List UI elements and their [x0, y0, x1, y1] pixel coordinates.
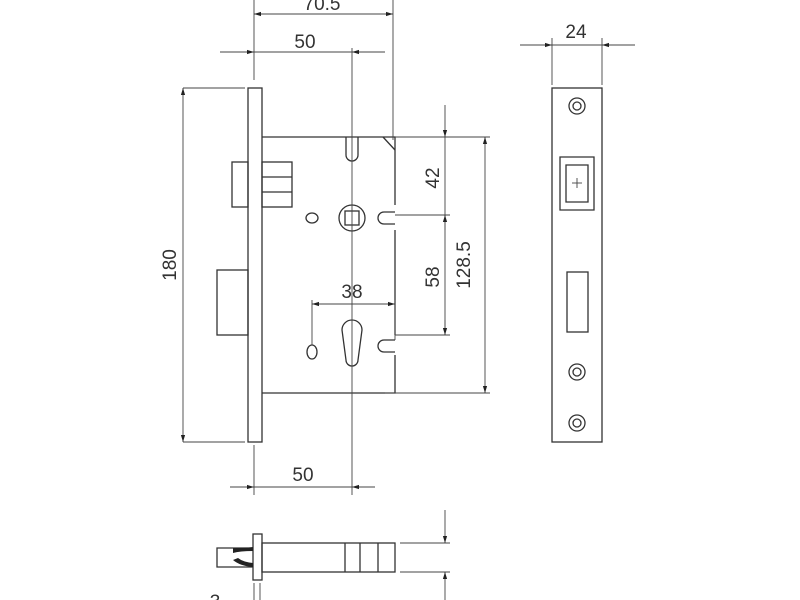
screw-icon: [568, 97, 586, 115]
dim-strike-width: 24: [565, 22, 587, 43]
dim-backset-top: 50: [294, 32, 315, 53]
dim-spindle-to-cylinder: 58: [423, 266, 444, 287]
fixing-hole: [306, 344, 318, 360]
dim-cylinder-backset: 38: [341, 282, 362, 303]
dim-overall-depth: 70.5: [304, 0, 341, 15]
deadbolt: [216, 269, 249, 336]
latch-bolt: [231, 161, 249, 208]
screw-icon: [568, 414, 586, 432]
notch-upper: [377, 211, 395, 225]
front-view: [216, 87, 396, 443]
faceplate: [247, 87, 263, 443]
dim-spindle-offset: 42: [423, 167, 444, 188]
dim-body-height: 128.5: [454, 241, 475, 289]
lock-body: [262, 136, 396, 394]
dim-faceplate-height: 180: [160, 249, 181, 281]
dim-backset-bottom: 50: [292, 465, 313, 486]
side-view: 3: [210, 510, 450, 600]
dim-faceplate-thickness: 3: [210, 592, 221, 600]
dimension-lines: 70.5 50 180 42 58 128.5 38 50: [160, 0, 490, 495]
notch-lower: [377, 339, 395, 353]
strike-plate-view: 24: [520, 22, 635, 443]
cylinder-hole: [341, 319, 363, 367]
fixing-hole: [305, 212, 319, 224]
screw-icon: [568, 363, 586, 381]
